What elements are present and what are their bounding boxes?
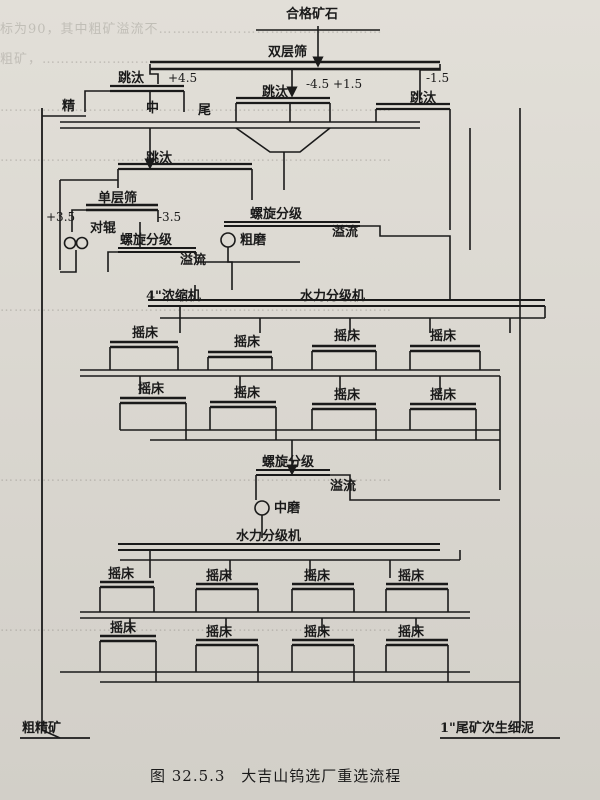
shaking-table-label: 摇床 bbox=[108, 567, 135, 582]
size-plus-4-5: +4.5 bbox=[168, 71, 198, 85]
shaking-table-label: 摇床 bbox=[132, 326, 159, 341]
jig-top-left-label: 跳汰 bbox=[118, 71, 145, 86]
size-minus-4-5-plus-1-5: -4.5 +1.5 bbox=[306, 77, 363, 91]
concentrate-label: 精 bbox=[62, 99, 76, 114]
coarse-mill-label: 粗磨 bbox=[240, 233, 267, 248]
shaking-table-label: 摇床 bbox=[206, 625, 233, 640]
shaking-table-label: 摇床 bbox=[430, 329, 457, 344]
size-minus-3-5: -3.5 bbox=[158, 210, 182, 224]
spiral-classifier-2-label: 螺旋分级 bbox=[120, 233, 173, 248]
thickener-label: 4"浓缩机 bbox=[146, 289, 201, 304]
shaking-table-label: 摇床 bbox=[234, 335, 261, 350]
shaking-table-label: 摇床 bbox=[110, 621, 137, 636]
jig-top-right-label: 跳汰 bbox=[410, 91, 437, 106]
spiral-classifier-1-label: 螺旋分级 bbox=[250, 207, 303, 222]
shaking-table-label: 摇床 bbox=[304, 569, 331, 584]
overflow-2-label: 溢流 bbox=[180, 253, 207, 268]
rough-concentrate-label: 粗精矿 bbox=[22, 721, 62, 736]
double-screen-label: 双层筛 bbox=[268, 45, 308, 60]
shaking-table-label: 摇床 bbox=[334, 329, 361, 344]
figure-title: 大吉山钨选厂重选流程 bbox=[241, 767, 402, 785]
single-screen-label: 单层筛 bbox=[98, 191, 138, 206]
hydro-classifier-1-label: 水力分级机 bbox=[300, 289, 366, 304]
shaking-table-label: 摇床 bbox=[206, 569, 233, 584]
figure-number: 图 32.5.3 bbox=[150, 767, 226, 785]
roll-crusher-label: 对辊 bbox=[90, 221, 117, 236]
jig-top-mid-label: 跳汰 bbox=[262, 85, 289, 100]
hydro-classifier-2-label: 水力分级机 bbox=[236, 529, 302, 544]
shaking-table-label: 摇床 bbox=[304, 625, 331, 640]
mid-mill-label: 中磨 bbox=[274, 501, 301, 516]
figure-caption: 图 32.5.3 大吉山钨选厂重选流程 bbox=[150, 765, 411, 786]
size-minus-1-5: -1.5 bbox=[426, 71, 450, 85]
jig-mid-label: 跳汰 bbox=[146, 151, 173, 166]
spiral-classifier-3-label: 螺旋分级 bbox=[262, 455, 315, 470]
shaking-table-label: 摇床 bbox=[398, 569, 425, 584]
overflow-1-label: 溢流 bbox=[332, 225, 359, 240]
shaking-table-label: 摇床 bbox=[234, 386, 261, 401]
shaking-table-label: 摇床 bbox=[138, 382, 165, 397]
tailing-label: 尾 bbox=[198, 103, 212, 118]
middling-label: 中 bbox=[146, 101, 160, 116]
shaking-table-label: 摇床 bbox=[398, 625, 425, 640]
size-plus-3-5: +3.5 bbox=[46, 210, 76, 224]
shaking-table-label: 摇床 bbox=[334, 388, 361, 403]
shaking-table-label: 摇床 bbox=[430, 388, 457, 403]
tailings-output-label: 1"尾矿次生细泥 bbox=[440, 721, 534, 736]
overflow-3-label: 溢流 bbox=[330, 479, 357, 494]
ore-label: 合格矿石 bbox=[286, 7, 339, 22]
